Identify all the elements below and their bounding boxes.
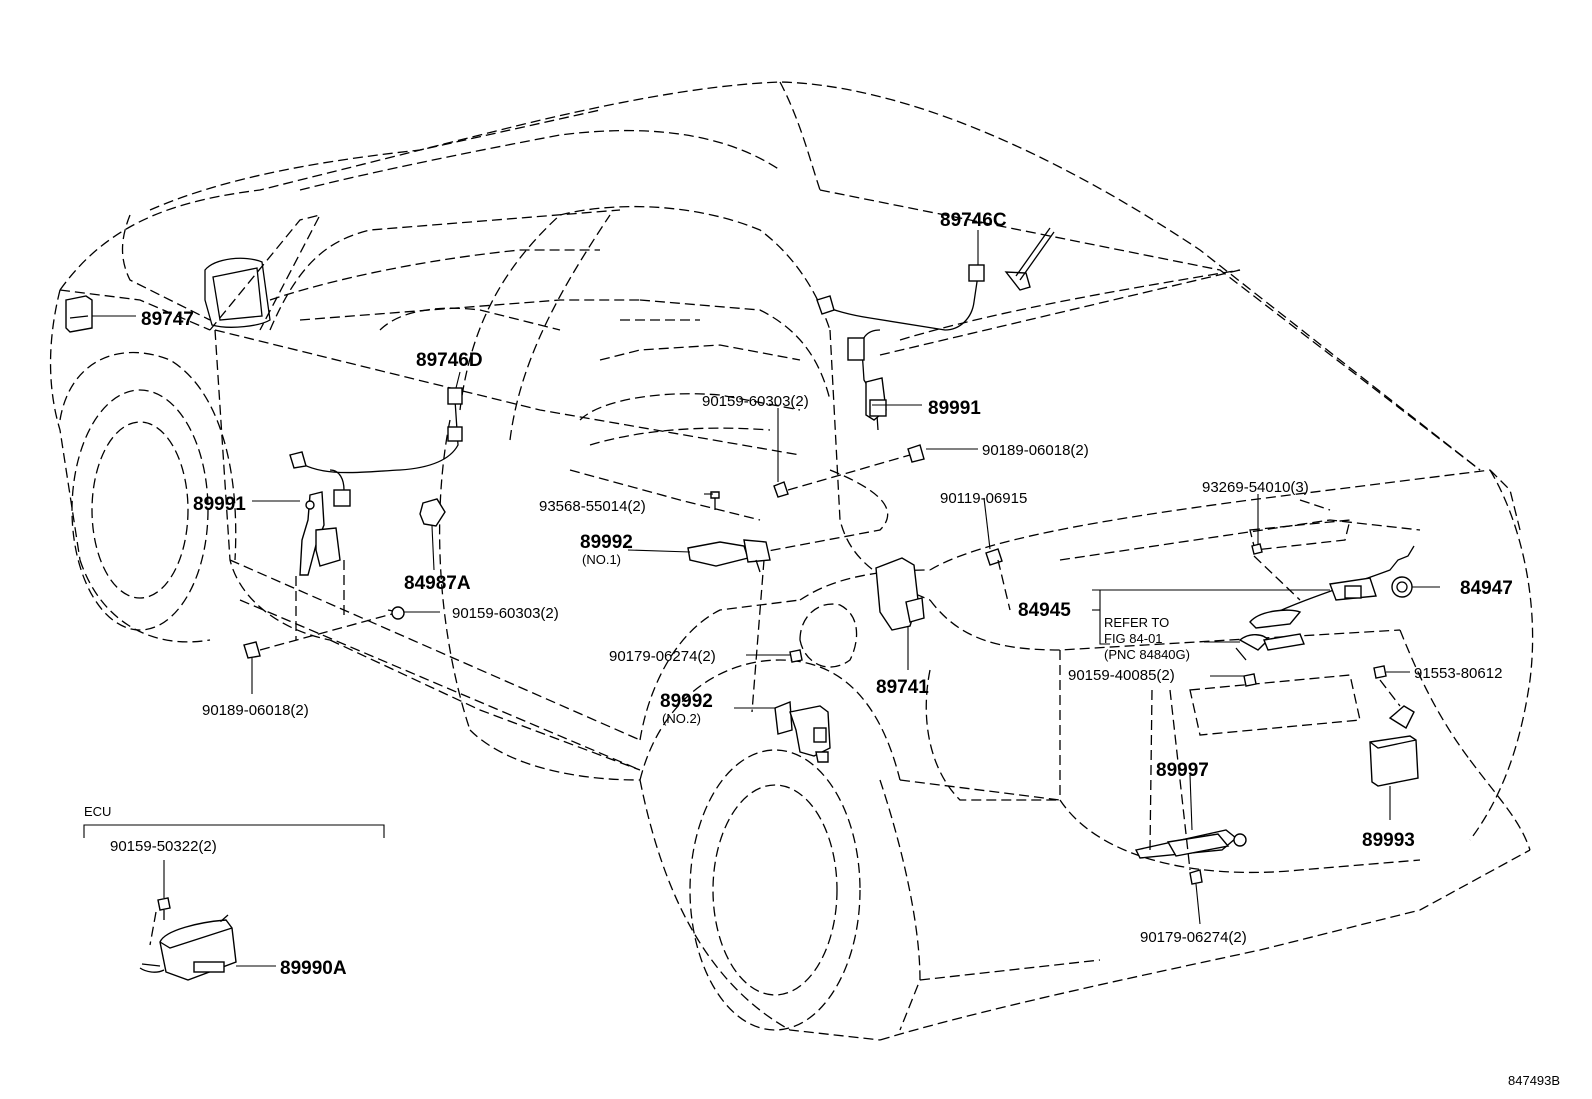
car-body-outline <box>49 81 1534 1041</box>
label-90159-50322: 90159-50322(2) <box>110 838 217 855</box>
antenna-cable-front <box>295 399 459 474</box>
handle-assembly-84945 <box>1235 545 1415 661</box>
side-mirror <box>204 257 271 328</box>
label-89990a: 89990A <box>280 958 347 979</box>
clip-lower <box>243 641 261 659</box>
callout-labels: 89747 89746C 89746D 89991 89991 90159-60… <box>84 210 1560 1088</box>
clip-upper <box>907 444 925 463</box>
module-89993 <box>1369 705 1419 787</box>
screw-lower <box>387 606 405 620</box>
controller-no1-part <box>687 539 771 573</box>
light-89997 <box>1134 829 1247 859</box>
label-refer-line3: (PNC 84840G) <box>1104 647 1190 662</box>
label-89741: 89741 <box>876 677 929 698</box>
figure-code: 847493B <box>1508 1073 1560 1088</box>
knob-84947 <box>1391 576 1413 598</box>
switch-part <box>419 498 446 527</box>
label-84947: 84947 <box>1460 578 1513 599</box>
label-89746d: 89746D <box>416 350 483 371</box>
label-93269-54010: 93269-54010(3) <box>1202 479 1309 496</box>
label-93568-55014: 93568-55014(2) <box>539 498 646 515</box>
antenna-cable-rear <box>821 274 979 331</box>
screw-91553 <box>1373 665 1387 679</box>
label-89992-no1: 89992 <box>580 532 633 553</box>
label-84945: 84945 <box>1018 600 1071 621</box>
nut-upper <box>789 649 803 663</box>
controller-no2-part <box>774 700 831 763</box>
label-refer-line1: REFER TO <box>1104 615 1169 630</box>
ecu-89990a <box>139 919 237 981</box>
screw-93269 <box>1251 543 1263 555</box>
label-refer-line2: FIG 84-01 <box>1104 631 1163 646</box>
label-89746c: 89746C <box>940 210 1007 231</box>
label-91553-80612: 91553-80612 <box>1414 665 1502 682</box>
label-89991-right: 89991 <box>928 398 981 419</box>
label-ecu-heading: ECU <box>84 804 111 819</box>
antenna-part <box>1004 227 1055 291</box>
label-90189-06018-lower: 90189-06018(2) <box>202 702 309 719</box>
screw-upper <box>773 481 789 498</box>
label-89993: 89993 <box>1362 830 1415 851</box>
label-90179-06274-upper: 90179-06274(2) <box>609 648 716 665</box>
bolt-90119 <box>985 548 1003 566</box>
label-89991-left: 89991 <box>193 494 246 515</box>
label-90159-40085: 90159-40085(2) <box>1068 667 1175 684</box>
right-sensor-part <box>847 329 887 431</box>
label-90189-06018-upper: 90189-06018(2) <box>982 442 1089 459</box>
label-84987a: 84987A <box>404 573 471 594</box>
label-90159-60303-upper: 90159-60303(2) <box>702 393 809 410</box>
label-89992-no2-sub: (NO.2) <box>662 711 701 726</box>
parts <box>65 227 1419 981</box>
left-sensor-part <box>299 469 351 576</box>
label-90119-06915: 90119-06915 <box>940 490 1027 507</box>
front-sensor-part <box>65 295 93 333</box>
screw-93568 <box>710 491 720 510</box>
screw-50322 <box>157 897 171 920</box>
label-89747: 89747 <box>141 309 194 330</box>
nut-lower <box>1189 869 1203 885</box>
label-90159-60303-lower: 90159-60303(2) <box>452 605 559 622</box>
label-89992-no1-sub: (NO.1) <box>582 552 621 567</box>
label-90179-06274-lower: 90179-06274(2) <box>1140 929 1247 946</box>
screw-40085 <box>1243 673 1257 687</box>
label-89992-no2: 89992 <box>660 691 713 712</box>
bracket-89741 <box>875 557 925 631</box>
leader-lines <box>83 230 1440 967</box>
label-89997: 89997 <box>1156 760 1209 781</box>
